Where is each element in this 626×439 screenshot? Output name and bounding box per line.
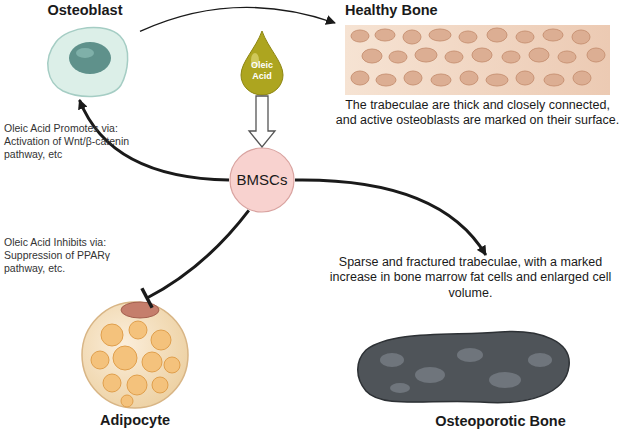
pore [389, 51, 407, 63]
stem-cell-circle: BMSCs [229, 147, 295, 213]
drop-label: Oleic Acid [242, 60, 282, 82]
pore [502, 51, 520, 63]
pore [587, 48, 605, 62]
node-heading: Osteoblast [30, 2, 140, 20]
pore [415, 48, 437, 62]
cell-nucleus [69, 42, 111, 74]
droplet [121, 395, 133, 407]
pore [486, 74, 508, 86]
cavity [415, 367, 445, 383]
droplet [164, 357, 180, 373]
pore [543, 29, 563, 41]
pore [404, 71, 422, 85]
pore [516, 31, 534, 43]
pore [403, 30, 421, 44]
lipid-droplets [91, 321, 180, 407]
circle-label: BMSCs [229, 171, 295, 189]
bone-mass [358, 332, 569, 403]
cavity [390, 383, 410, 393]
pore [460, 71, 478, 85]
drop-shape [241, 31, 283, 95]
pore [375, 29, 395, 41]
droplet [101, 324, 123, 346]
pore [573, 71, 591, 85]
nucleus-highlight [76, 48, 94, 58]
droplet [142, 352, 162, 372]
cell-nucleus [121, 302, 159, 318]
inhibition-bar [142, 288, 152, 308]
osteoblast-cell [48, 27, 128, 96]
droplet [129, 321, 147, 339]
pore [429, 29, 451, 41]
bone-tissue [345, 25, 610, 95]
cavity [380, 353, 404, 367]
pore [362, 49, 382, 63]
hollow-arrow [249, 96, 275, 147]
node-heading: Adipocyte [75, 412, 195, 430]
pore [445, 51, 463, 63]
cell-membrane [48, 27, 128, 96]
droplet [151, 330, 171, 350]
arrow-connector [140, 7, 335, 31]
pore [558, 51, 576, 63]
pore [472, 48, 492, 62]
pore [376, 74, 396, 86]
pore [459, 31, 477, 43]
cavity [457, 348, 483, 362]
droplet [91, 351, 109, 369]
pore [351, 30, 369, 42]
droplet [103, 374, 121, 392]
pore [431, 74, 451, 86]
cavity [528, 353, 552, 367]
circle-shape [230, 148, 294, 212]
droplet [113, 346, 137, 370]
bone-node: Healthy BoneThe trabeculae are thick and… [335, 2, 620, 142]
bone-cavities [380, 348, 552, 393]
pore [351, 71, 369, 85]
edge-label: Oleic Acid Inhibits via: Suppression of … [4, 236, 154, 275]
cavity [489, 372, 521, 388]
node-heading: Healthy Bone [345, 2, 545, 20]
bone-pores [351, 28, 605, 86]
cell-node: Osteoblast [30, 2, 140, 100]
droplet [127, 375, 147, 395]
pore [516, 71, 534, 85]
arrow-connector [295, 180, 486, 255]
pore [487, 28, 507, 42]
cell-node: Adipocyte [75, 298, 195, 434]
node-heading: Osteoporotic Bone [378, 413, 623, 431]
node-description: Sparse and fractured trabeculae, with a … [318, 255, 623, 301]
cell-membrane [82, 302, 188, 408]
node-description: The trabeculae are thick and closely con… [335, 98, 620, 129]
bone-node: Sparse and fractured trabeculae, with a … [318, 255, 623, 435]
edge-label: Oleic Acid Promotes via: Activation of W… [4, 122, 154, 161]
pore [544, 74, 564, 86]
inhibition-connector [147, 210, 249, 298]
healthy-bone-texture [345, 25, 610, 95]
oleic-acid-drop: Oleic Acid [239, 30, 285, 96]
pore [572, 30, 590, 44]
osteoporotic-bone-texture [358, 332, 569, 403]
droplet [152, 377, 168, 393]
adipocyte-cell [82, 302, 188, 408]
pore [529, 48, 549, 62]
